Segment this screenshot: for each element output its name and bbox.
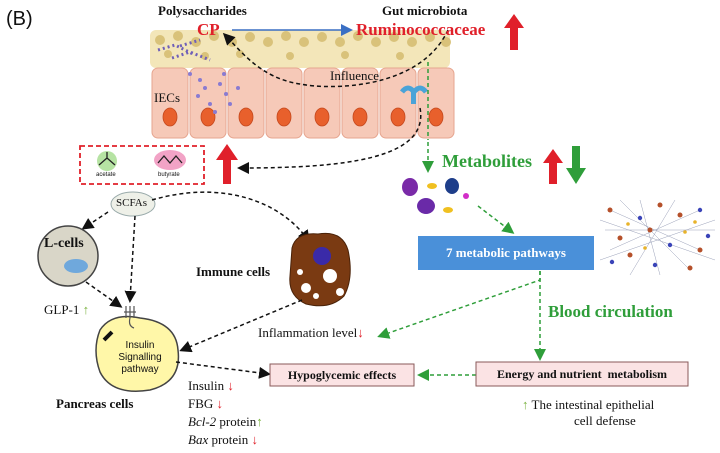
scfa-to-immune-arrow xyxy=(151,191,310,243)
microbiota-receptor xyxy=(400,85,428,104)
acetate-molecule xyxy=(97,151,117,171)
scfas-label: SCFAs xyxy=(116,197,147,209)
outcome-bax: Bax protein ↓ xyxy=(188,432,259,447)
l-cell xyxy=(37,225,99,287)
butyrate-label: butyrate xyxy=(158,172,180,178)
scfa-to-pancreas-arrow xyxy=(124,215,137,303)
cp-label: CP xyxy=(197,20,220,39)
hypoglycemic-label: Hypoglycemic effects xyxy=(287,367,397,382)
bax-down-arrow: ↓ xyxy=(251,432,259,447)
fbg-down-arrow: ↓ xyxy=(216,396,224,411)
butyrate-molecule xyxy=(154,150,186,170)
bcl2-up-arrow: ↑ xyxy=(256,414,263,429)
metabolic-pathways-box xyxy=(418,236,594,270)
red-up-arrows xyxy=(216,14,563,184)
inflammation-label: Inflammation level↓ xyxy=(258,325,364,340)
metabolites-down-arrow xyxy=(566,146,586,184)
insulin-receptor xyxy=(124,306,136,329)
ruminococcaceae-label: Ruminococcaceae xyxy=(356,20,486,39)
immune-cells-label: Immune cells xyxy=(196,264,271,279)
pathways-to-inflammation-arrow xyxy=(377,264,541,339)
energy-box xyxy=(475,361,689,387)
acetate-label: acetate xyxy=(96,172,116,178)
influence-arrow xyxy=(222,29,449,88)
defense-line1: ↑ The intestinal epithelial xyxy=(522,397,655,412)
defense-up-arrow: ↑ xyxy=(522,397,529,412)
energy-label: Energy and nutrient metabolism xyxy=(496,366,667,381)
glp1-label: GLP-1 ↑ xyxy=(44,302,90,317)
blood-circulation-label: Blood circulation xyxy=(548,302,673,321)
influence-label: Influence xyxy=(330,68,380,83)
scfa-to-lcell-arrow xyxy=(81,211,109,230)
scfa-molecule-box xyxy=(79,145,205,185)
outcome-insulin: Insulin ↓ xyxy=(188,378,234,393)
immune-cell xyxy=(289,232,351,307)
glp1-up-arrow: ↑ xyxy=(82,302,90,317)
inflammation-down-arrow: ↓ xyxy=(357,325,364,340)
lcell-to-pancreas-arrow xyxy=(85,281,123,308)
iecs-label: IECs xyxy=(154,90,180,105)
lcells-label: L-cells xyxy=(44,236,84,251)
intestinal-epithelium xyxy=(150,30,455,139)
outcome-bcl2: Bcl-2 protein↑ xyxy=(188,414,263,429)
pancreas-cell xyxy=(95,306,180,392)
metabolic-pathways-label: 7 metabolic pathways xyxy=(446,245,566,260)
scfas-bubble xyxy=(110,191,156,217)
insulin-pathway-label: Insulin Signalling pathway xyxy=(118,340,162,375)
gut-microbiota-label: Gut microbiota xyxy=(382,3,468,18)
epithelium-to-scfa-arrow xyxy=(237,107,422,174)
hypoglycemic-box xyxy=(269,363,415,387)
metabolites-to-pathways-arrow xyxy=(477,205,515,234)
pancreas-cells-label: Pancreas cells xyxy=(56,396,134,411)
immune-to-pancreas-arrow xyxy=(179,299,303,353)
defense-line2: cell defense xyxy=(574,413,636,428)
outcome-fbg: FBG ↓ xyxy=(188,396,224,411)
metabolite-dots xyxy=(402,178,469,214)
insulin-down-arrow: ↓ xyxy=(227,378,234,393)
metabolites-label: Metabolites xyxy=(442,151,532,171)
pancreas-to-hypoglycemic-arrow xyxy=(175,361,271,379)
pathway-network xyxy=(599,199,716,276)
polysaccharides-label: Polysaccharides xyxy=(158,3,247,18)
panel-label: (B) xyxy=(6,8,33,30)
